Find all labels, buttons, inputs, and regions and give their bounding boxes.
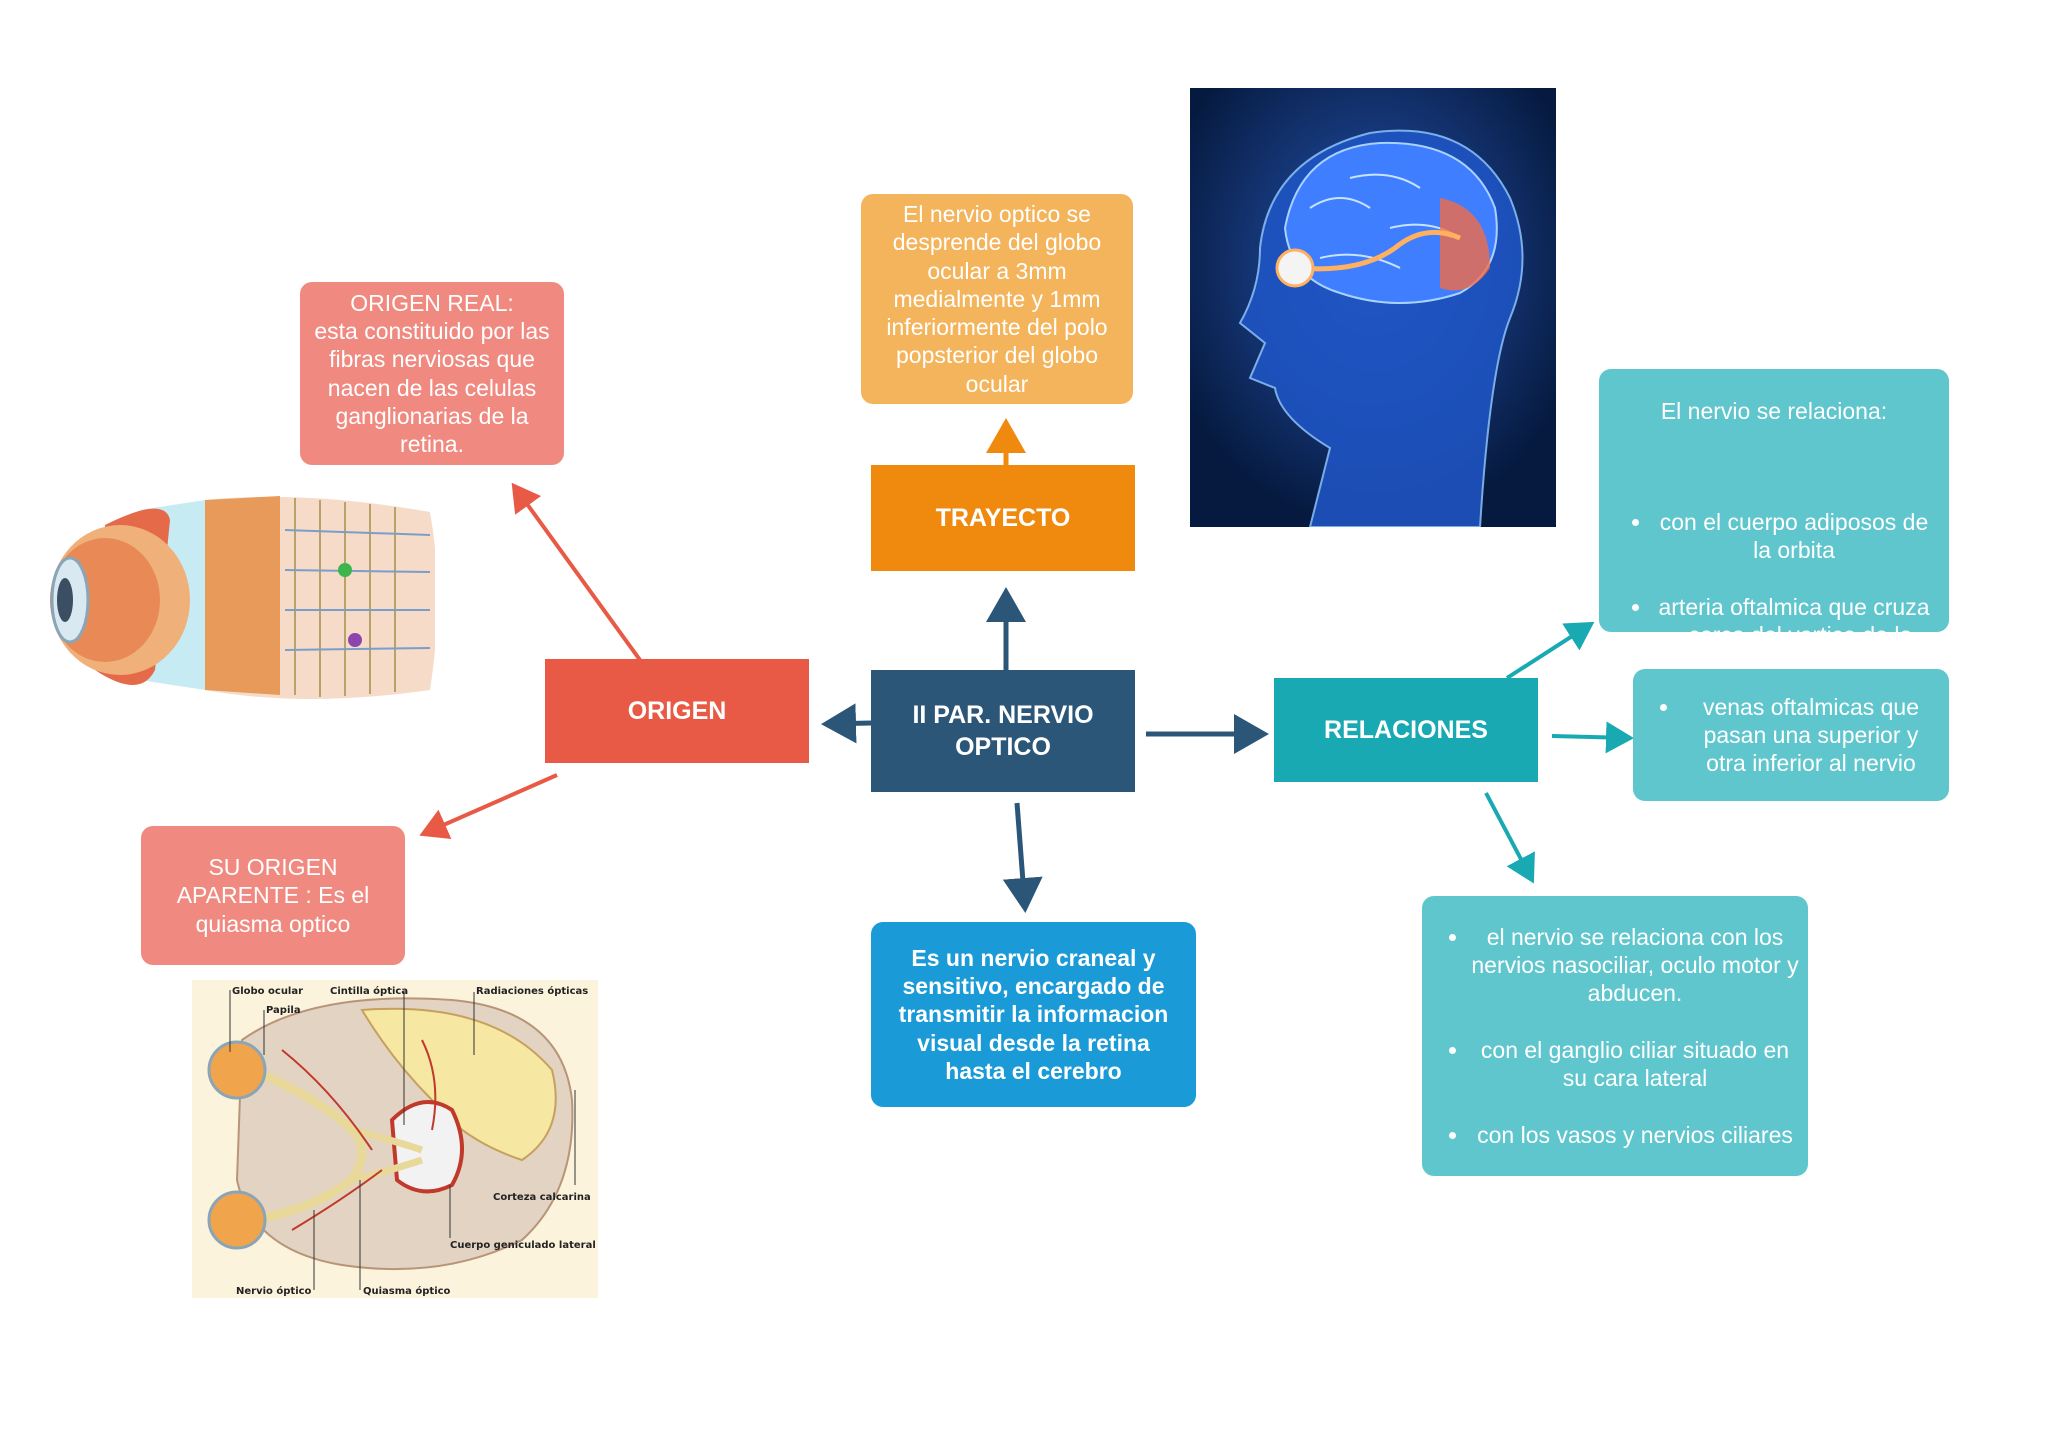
relaciones-box3-item: con el ganglio ciliar situado en su cara…	[1470, 1036, 1800, 1093]
relaciones-node[interactable]: RELACIONES	[1274, 678, 1538, 782]
label-cintilla-optica: Cintilla óptica	[330, 985, 408, 997]
arrow-relaciones-box3	[1484, 792, 1535, 884]
arrow-origen-aparente	[419, 773, 558, 839]
arrow-central-origen	[821, 703, 872, 744]
origen-node[interactable]: ORIGEN	[545, 659, 809, 763]
relaciones-box1-item: con el cuerpo adiposos de la orbita	[1653, 508, 1935, 565]
origen-aparente-box[interactable]: SU ORIGEN APARENTE : Es el quiasma optic…	[141, 826, 405, 965]
label-corteza-calcarina: Corteza calcarina	[493, 1192, 591, 1203]
origen-aparente-text: SU ORIGEN APARENTE : Es el quiasma optic…	[176, 854, 370, 937]
relaciones-node-label: RELACIONES	[1324, 715, 1488, 744]
label-radiaciones-opticas: Radiaciones ópticas	[476, 985, 588, 997]
eye-retina-illustration-icon	[45, 490, 438, 705]
trayecto-text: El nervio optico se desprende del globo …	[886, 201, 1108, 397]
relaciones-box3-item: con los vasos y nervios ciliares	[1470, 1121, 1800, 1149]
relaciones-box3-list: el nervio se relaciona con los nervios n…	[1430, 895, 1800, 1178]
visual-pathway-diagram-icon: Globo ocular Papila Cintilla óptica Radi…	[192, 980, 598, 1298]
relaciones-box2-list: venas oftalmicas que pasan una superior …	[1641, 664, 1941, 805]
description-text: Es un nervio craneal y sensitivo, encarg…	[898, 944, 1169, 1084]
central-node[interactable]: II PAR. NERVIO OPTICO	[871, 670, 1135, 792]
relaciones-box3-item: el nervio se relaciona con los nervios n…	[1470, 923, 1800, 1008]
relaciones-box2-item: venas oftalmicas que pasan una superior …	[1681, 693, 1941, 778]
relaciones-box2[interactable]: venas oftalmicas que pasan una superior …	[1633, 669, 1949, 801]
arrow-central-description	[1002, 802, 1043, 913]
label-nervio-optico: Nervio óptico	[236, 1285, 312, 1297]
origen-real-box[interactable]: ORIGEN REAL: esta constituido por las fi…	[300, 282, 564, 465]
label-globo-ocular: Globo ocular	[232, 986, 303, 997]
arrow-relaciones-box1	[1505, 621, 1595, 680]
central-node-label: II PAR. NERVIO OPTICO	[912, 700, 1094, 762]
trayecto-node[interactable]: TRAYECTO	[871, 465, 1135, 571]
description-box[interactable]: Es un nervio craneal y sensitivo, encarg…	[871, 922, 1196, 1107]
head-brain-illustration-icon	[1190, 88, 1556, 527]
label-quiasma-optico: Quiasma óptico	[363, 1285, 451, 1297]
origen-real-text: ORIGEN REAL: esta constituido por las fi…	[314, 289, 550, 458]
trayecto-text-box[interactable]: El nervio optico se desprende del globo …	[861, 194, 1133, 404]
label-cuerpo-geniculado: Cuerpo geniculado lateral	[450, 1240, 596, 1251]
relaciones-box3[interactable]: el nervio se relaciona con los nervios n…	[1422, 896, 1808, 1176]
label-papila: Papila	[266, 1005, 301, 1016]
arrow-relaciones-box2	[1551, 721, 1634, 754]
relaciones-box1[interactable]: El nervio se relaciona: con el cuerpo ad…	[1599, 369, 1949, 733]
origen-node-label: ORIGEN	[627, 696, 727, 725]
trayecto-node-label: TRAYECTO	[935, 503, 1071, 532]
arrow-origen-real	[511, 482, 642, 662]
relaciones-box1-lead: El nervio se relaciona:	[1660, 398, 1888, 425]
